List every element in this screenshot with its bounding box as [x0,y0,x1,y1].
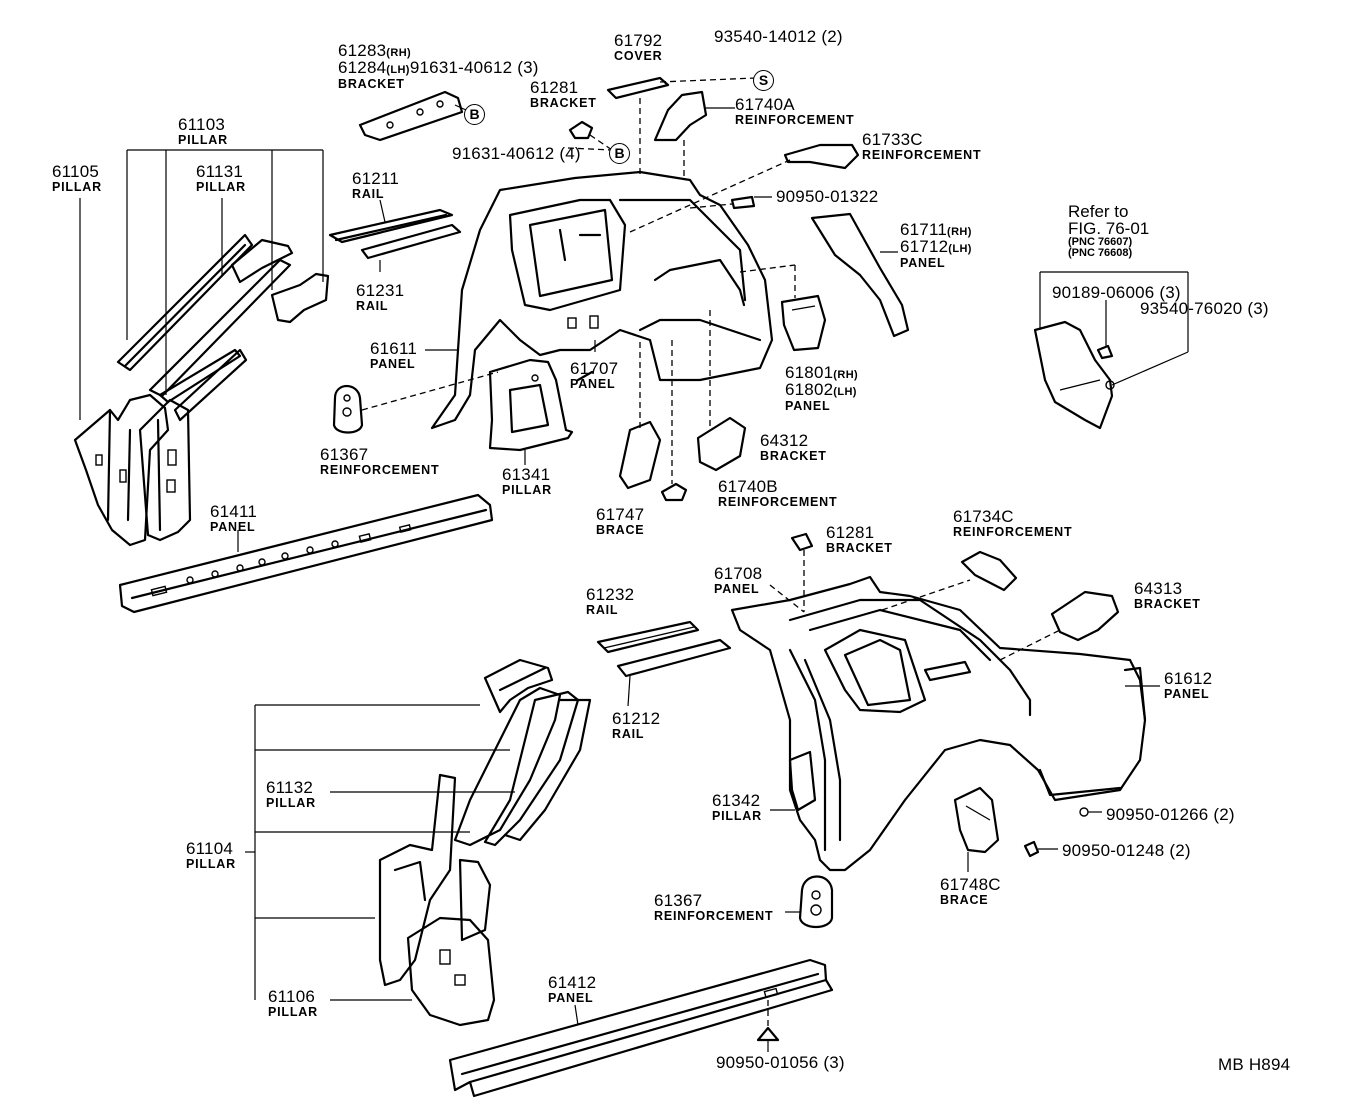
quarter-panel-61612-drawing [730,575,1147,872]
refer-note: Refer to FIG. 76-01 (PNC 76607) (PNC 766… [1068,202,1150,259]
reinforcement-61733C-drawing [783,143,860,170]
quarter-panel-61611-drawing [430,170,774,430]
label-61283: 61283(RH) [338,41,412,60]
cover-61792-drawing [606,76,670,100]
rail-61211-drawing [328,208,454,244]
panel-61411-drawing [118,493,494,614]
clip-90950-01266-drawing [1079,807,1089,817]
bubble-b-lower: B [609,143,630,164]
label-61284: 61284(LH)91631-40612 (3)BRACKET [338,58,539,91]
bracket-61281-lower-drawing [790,532,814,552]
pillar-61131-drawing [138,398,192,542]
reinforcement-61734C-drawing [960,550,1018,592]
bubble-s: S [753,70,774,91]
label-93540-14012: 93540-14012 (2) [714,27,843,46]
panel-61412-drawing [448,958,834,1098]
pillar-61342-drawing [788,750,817,812]
reinforcement-61367-lower-drawing [798,875,834,929]
bracket-64313-drawing [1050,590,1120,642]
brace-61748C-drawing [953,786,1000,854]
figure-code: MB H894 [1218,1055,1291,1074]
label-90950-01056: 90950-01056 (3) [716,1053,845,1072]
panel-61711-drawing [810,212,910,338]
rail-61231-drawing [360,223,462,260]
label-91631-40612-4: 91631-40612 (4) [452,144,581,163]
label-90950-01322: 90950-01322 [776,187,879,206]
pillar-61106-drawing [406,858,496,1027]
label-90950-01248: 90950-01248 (2) [1062,841,1191,860]
bubble-b-upper: B [464,104,485,125]
label-61711: 61711(RH) [900,220,972,239]
pillar-61132-drawing [378,773,457,987]
label-61801: 61801(RH) [785,363,859,382]
label-93540-76020: 93540-76020 (3) [1140,299,1269,318]
bracket-64312-drawing [696,416,747,472]
refer-panel-drawing [1033,320,1115,430]
reinforcement-61740B-drawing [660,482,688,502]
reinforcement-61367-drawing [332,384,364,434]
clip-90950-01248-drawing [1023,840,1040,858]
label-61712: 61712(LH)PANEL [900,237,972,270]
bracket-61281-drawing [568,120,594,140]
pillar-61104-drawing [453,658,592,847]
label-90189-06006: 90189-06006 (3) [1052,283,1181,302]
bracket-61283-drawing [358,90,464,142]
label-61802: 61802(LH)PANEL [785,380,857,413]
brace-61747-drawing [618,420,662,490]
rail-61232-drawing [596,620,700,654]
clip-90950-01056-drawing [756,1026,780,1042]
label-90950-01266: 90950-01266 (2) [1106,805,1235,824]
pillar-61341-drawing [488,358,574,452]
pillar-61103-drawing [116,233,330,422]
reinforcement-61740A-drawing [653,90,708,142]
rail-61212-drawing [616,638,732,678]
panel-61801-drawing [780,294,827,352]
